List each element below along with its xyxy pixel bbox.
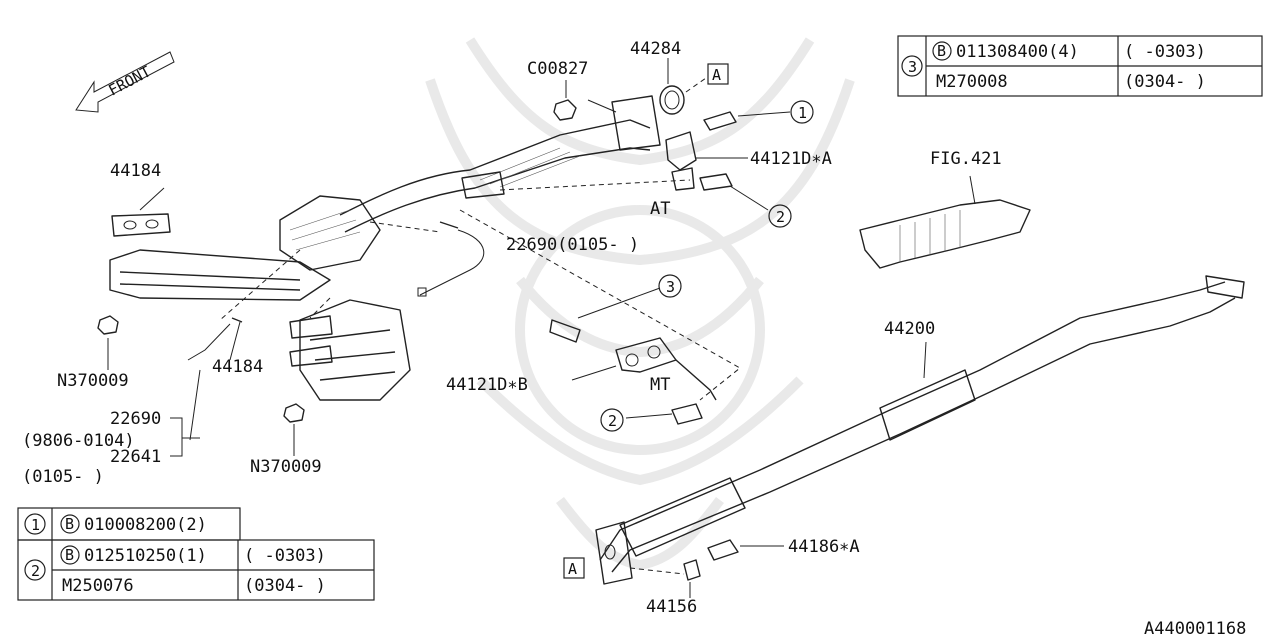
bracket-44121da[interactable] [665, 131, 748, 191]
label-44156: 44156 [646, 597, 697, 617]
exhaust-manifold[interactable] [109, 195, 411, 401]
svg-text:1: 1 [798, 104, 807, 122]
watermark-emblem [425, 37, 855, 571]
label-range-9806: (9806-0104) [22, 431, 135, 451]
bolt-44186a-icon[interactable] [707, 539, 784, 561]
ref-a-bottom-box [563, 557, 585, 579]
label-44284: 44284 [630, 39, 681, 59]
label-at: AT [650, 199, 670, 219]
table-right-badge: B [937, 42, 946, 60]
table-right-row2-range: (0304- ) [1124, 72, 1206, 92]
callout-2-mid: 2 [600, 408, 624, 432]
label-n370009-left: N370009 [57, 371, 129, 391]
oxygen-sensor-upper[interactable] [417, 221, 485, 297]
bolt-2-mid-icon[interactable] [625, 403, 703, 425]
table-left-row1-badge: B [65, 515, 74, 533]
heat-shield-fig421[interactable] [859, 175, 1031, 269]
label-ref-a-top: A [712, 66, 721, 84]
label-44184-mid: 44184 [212, 357, 263, 377]
label-44186a: 44186∗A [788, 537, 860, 557]
nut-c00827-icon[interactable] [553, 80, 577, 121]
leader-lines [139, 99, 741, 441]
gasket-44284-icon[interactable] [659, 58, 707, 115]
table-right-row1-range: ( -0303) [1124, 42, 1206, 62]
table-left-row1-index: 1 [31, 516, 40, 534]
label-diagram-code: A440001168 [1144, 619, 1246, 639]
svg-text:2: 2 [776, 208, 785, 226]
spring-44156-icon[interactable] [629, 559, 701, 598]
table-left-row2-badge: B [65, 546, 74, 564]
table-left-row3-range: (0304- ) [244, 576, 326, 596]
table-left-row2-part: 012510250(1) [84, 546, 207, 566]
label-44121da: 44121D∗A [750, 149, 832, 169]
label-fig421: FIG.421 [930, 149, 1002, 169]
label-22641: 22641 [110, 447, 161, 467]
nut-right-icon[interactable] [283, 403, 305, 456]
callout-3: 3 [658, 274, 682, 298]
label-22690-lower: 22690 [110, 409, 161, 429]
bolt-3-icon[interactable] [549, 287, 661, 343]
label-22690-upper: 22690(0105- ) [506, 235, 639, 255]
table-right-row1-part: 011308400(4) [956, 42, 1079, 62]
label-44121db: 44121D∗B [446, 375, 528, 395]
label-ref-a-bottom: A [568, 560, 577, 578]
bolt-table-left: 1 B 010008200(2) 2 B 012510250(1) ( -030… [17, 507, 375, 601]
table-left-row3-part: M250076 [62, 576, 134, 596]
nut-left-icon[interactable] [97, 315, 119, 370]
front-pipe[interactable] [339, 95, 661, 233]
bolt-2-top-icon[interactable] [699, 173, 769, 211]
label-44184-top: 44184 [110, 161, 161, 181]
svg-text:2: 2 [608, 412, 617, 430]
center-exhaust-pipe-44200[interactable] [595, 275, 1245, 585]
oxygen-sensor-lower[interactable] [187, 317, 243, 361]
front-label: FRONT [105, 62, 153, 99]
label-44200: 44200 [884, 319, 935, 339]
front-arrow-icon: FRONT [75, 51, 175, 113]
table-right-row2-part: M270008 [936, 72, 1008, 92]
table-left-row2-range: ( -0303) [244, 546, 326, 566]
table-left-row1-part: 010008200(2) [84, 515, 207, 535]
svg-text:3: 3 [666, 278, 675, 296]
label-n370009-right: N370009 [250, 457, 322, 477]
bracket-22690-lower [170, 417, 200, 457]
label-mt: MT [650, 375, 670, 395]
label-range-0105: (0105- ) [22, 467, 104, 487]
table-left-row2-index: 2 [31, 562, 40, 580]
callout-2-top: 2 [768, 204, 792, 228]
bracket-44121db[interactable] [571, 337, 717, 401]
callout-1: 1 [790, 100, 814, 124]
bolt-1-icon[interactable] [703, 111, 791, 131]
label-c00827: C00827 [527, 59, 588, 79]
table-right-index: 3 [908, 58, 917, 76]
ref-a-top-box [707, 63, 729, 85]
bolt-table-right: 3 B 011308400(4) ( -0303) M270008 (0304-… [897, 35, 1263, 97]
